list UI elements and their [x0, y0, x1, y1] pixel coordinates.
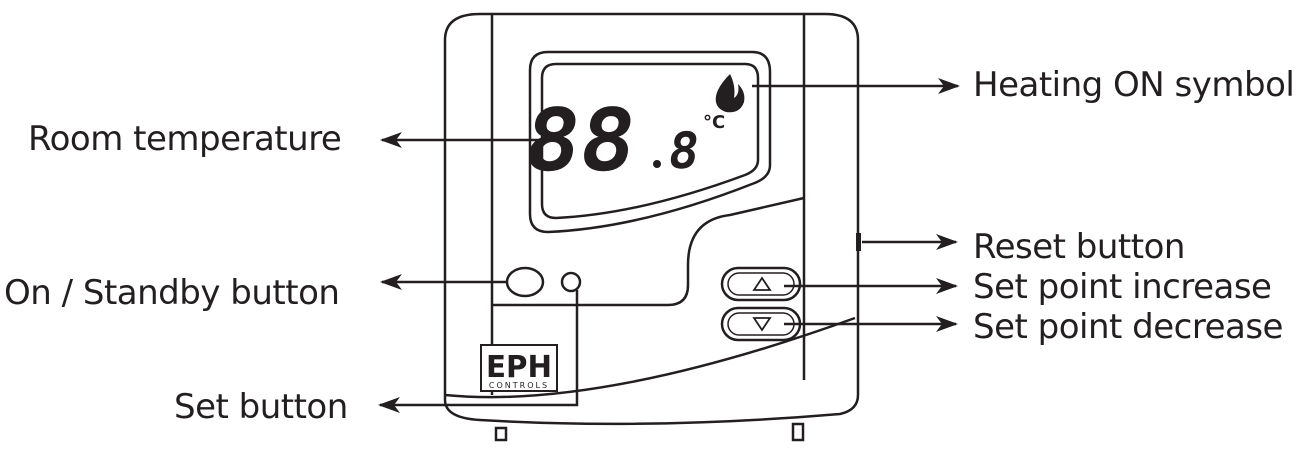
label-on-standby-button: On / Standby button	[4, 273, 340, 313]
leader-lines	[378, 78, 960, 413]
lcd-decimal-point	[653, 160, 661, 168]
set-point-increase-button[interactable]	[720, 266, 802, 302]
flame-icon	[715, 74, 745, 113]
triangle-up-icon	[752, 276, 772, 291]
on-standby-button[interactable]	[505, 266, 545, 298]
label-set-point-increase: Set point increase	[973, 267, 1272, 307]
set-button[interactable]	[560, 271, 582, 293]
label-set-point-decrease: Set point decrease	[973, 307, 1283, 347]
lcd-display	[528, 50, 772, 234]
reset-button-marker[interactable]	[856, 233, 861, 251]
logo-brand: EPH	[486, 350, 552, 385]
arrow-set-button	[378, 290, 579, 413]
eph-logo: EPH CONTROLS	[480, 344, 558, 392]
label-reset-button: Reset button	[973, 227, 1185, 267]
logo-sub: CONTROLS	[489, 381, 549, 390]
label-set-button: Set button	[174, 387, 348, 427]
lcd-unit: °C	[703, 112, 725, 133]
label-heating-on-symbol: Heating ON symbol	[973, 65, 1295, 105]
label-room-temperature: Room temperature	[28, 119, 342, 159]
triangle-down-icon	[752, 317, 772, 332]
